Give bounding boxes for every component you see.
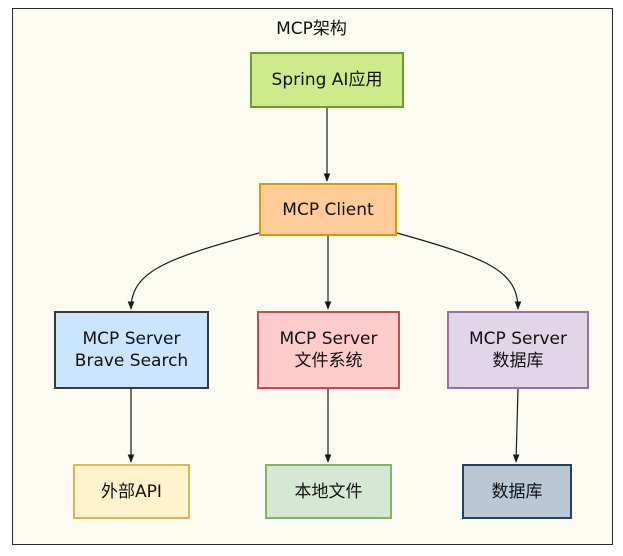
node-label-line2: Brave Search (74, 351, 189, 371)
node-mcp-client: MCP Client (259, 183, 397, 236)
node-label: MCP Client (282, 199, 374, 220)
edge-db-store (512, 388, 520, 463)
node-label: 本地文件 (294, 481, 363, 502)
edge-client-db (396, 232, 522, 310)
node-database-store: 数据库 (462, 464, 572, 519)
node-label: 外部API (101, 481, 162, 502)
node-external-api: 外部API (73, 464, 190, 519)
node-label-line1: MCP Server (469, 329, 567, 349)
node-local-files: 本地文件 (265, 464, 392, 519)
node-label-line2: 数据库 (492, 351, 544, 371)
node-label-line1: MCP Server (279, 329, 378, 349)
node-label: 数据库 (491, 481, 543, 502)
node-spring-ai-app: Spring AI应用 (250, 52, 404, 108)
node-mcp-server-filesystem: MCP Server 文件系统 (257, 311, 400, 389)
diagram-title: MCP架构 (276, 19, 347, 39)
edge-client-brave (127, 232, 260, 310)
node-label: Spring AI应用 (271, 70, 383, 90)
node-label-line1: MCP Server (82, 329, 181, 349)
node-mcp-server-database: MCP Server 数据库 (447, 311, 589, 389)
node-label-line2: 文件系统 (294, 351, 363, 371)
node-mcp-server-brave-search: MCP Server Brave Search (54, 311, 209, 389)
